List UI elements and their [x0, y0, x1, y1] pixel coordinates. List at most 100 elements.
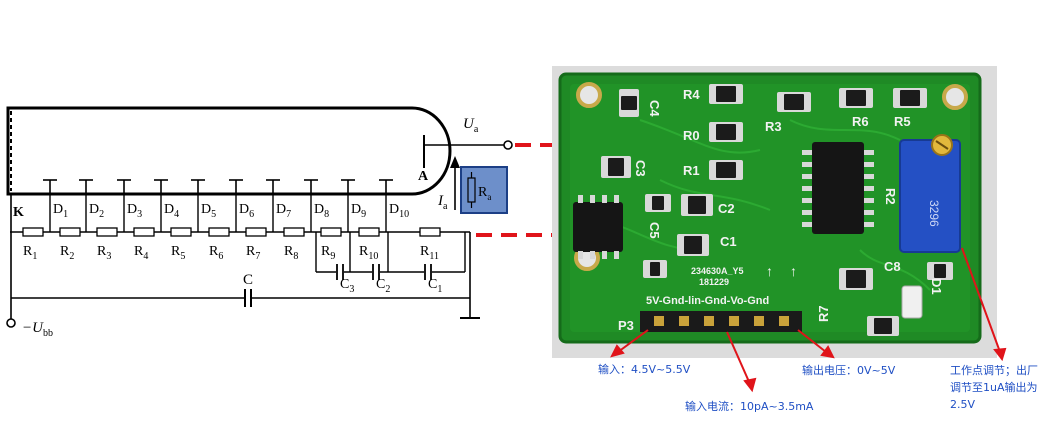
smd-component [619, 89, 639, 117]
chip-text: 234630A_Y5 [691, 266, 744, 276]
smd-component [643, 260, 667, 278]
smd-component [867, 316, 899, 336]
pcb-label-c4: C4 [647, 100, 662, 117]
pcb-label-c8: C8 [884, 259, 901, 274]
resistor-3 [96, 227, 118, 237]
load-resistor-label: Ra [478, 185, 491, 202]
anode-terminal [503, 140, 513, 150]
tube-envelope [6, 106, 452, 196]
dynode-label: D7 [276, 202, 291, 220]
dynode-label: D8 [314, 202, 329, 220]
pcb-label-r2: R2 [883, 188, 898, 205]
mount-hole [942, 84, 968, 110]
pot-text: 3296 [927, 200, 941, 227]
header-pin [654, 316, 664, 326]
dynode-label: D5 [201, 202, 216, 220]
resistor-label: R8 [284, 244, 298, 262]
capacitor-label: C3 [340, 277, 354, 295]
bias-note-line1: 工作点调节；出厂 [950, 363, 1038, 377]
resistor-9 [320, 227, 342, 237]
trimmer-pot [899, 139, 961, 253]
pcb-label-r5: R5 [894, 114, 911, 129]
resistor-label: R1 [23, 244, 37, 262]
bias-note-line2: 调节至1uA输出为 [950, 380, 1038, 394]
load-resistor-box [460, 166, 508, 214]
mount-hole [576, 82, 602, 108]
resistor-2 [59, 227, 81, 237]
pcb-label-r0: R0 [683, 128, 700, 143]
led-d1 [901, 285, 923, 319]
smd-component [601, 156, 631, 178]
resistor-5 [170, 227, 192, 237]
smd-component [777, 92, 811, 112]
header-pin [779, 316, 789, 326]
anode-label: A [418, 169, 429, 184]
pcb-label-r4: R4 [683, 87, 700, 102]
header-pin [729, 316, 739, 326]
capacitor-label: C2 [376, 277, 390, 295]
arrow-up-1: ↑ [766, 263, 773, 279]
pcb-label-c2: C2 [718, 201, 735, 216]
resistor-label: R6 [209, 244, 223, 262]
dynode-label: D2 [89, 202, 104, 220]
header-pin [704, 316, 714, 326]
schematic [6, 106, 513, 328]
header-pin [754, 316, 764, 326]
annotations: 输入：4.5V~5.5V 输入电流：10pA~3.5mA 输出电压：0V~5V … [598, 362, 1038, 413]
dynode-label: D1 [53, 202, 68, 220]
pcb-label-c5: C5 [647, 222, 662, 239]
resistor-label: R5 [171, 244, 185, 262]
smd-component [927, 262, 953, 280]
dynode-label: D10 [389, 202, 409, 220]
pin-header [640, 311, 802, 332]
regulator-ic [573, 202, 623, 252]
resistor-label: R7 [246, 244, 260, 262]
resistor-label: R2 [60, 244, 74, 262]
supply-voltage-label: −Ubb [22, 320, 53, 339]
smd-component [709, 160, 743, 180]
resistor-label: R10 [359, 244, 378, 262]
smd-component [645, 194, 671, 212]
date-code: 181229 [699, 277, 729, 287]
resistor-1 [22, 227, 44, 237]
arrow-up-2: ↑ [790, 263, 797, 279]
resistor-6 [208, 227, 230, 237]
smd-component [677, 234, 709, 256]
input-voltage-note: 输入：4.5V~5.5V [598, 362, 691, 376]
pcb-label-c1: C1 [720, 234, 737, 249]
dynode-label: D9 [351, 202, 366, 220]
output-voltage-note: 输出电压：0V~5V [802, 363, 896, 377]
resistor-label: R4 [134, 244, 148, 262]
pcb-label-r3: R3 [765, 119, 782, 134]
pcb-label-r7: R7 [816, 305, 831, 322]
filter-cap-label: C [243, 272, 253, 288]
smd-component [839, 268, 873, 290]
input-current-note: 输入电流：10pA~3.5mA [685, 399, 814, 413]
resistor-label: R11 [420, 244, 439, 262]
dynode-label: D6 [239, 202, 254, 220]
smd-component [709, 122, 743, 142]
resistor-8 [283, 227, 305, 237]
supply-terminal [6, 318, 16, 328]
annotation-arrows [610, 247, 1007, 393]
smd-component [893, 88, 927, 108]
header-pin [679, 316, 689, 326]
pcb-label-p3: P3 [618, 318, 634, 333]
cathode-label: K [13, 205, 24, 220]
resistor-7 [245, 227, 267, 237]
smd-component [839, 88, 873, 108]
header-label: 5V-Gnd-lin-Gnd-Vo-Gnd [646, 295, 769, 307]
smd-component [709, 84, 743, 104]
smd-component [681, 194, 713, 216]
resistor-11 [419, 227, 441, 237]
pcb-label-c3: C3 [633, 160, 648, 177]
pcb-label-r1: R1 [683, 163, 700, 178]
pcb-label-d1: D1 [929, 278, 944, 295]
resistor-10 [358, 227, 380, 237]
capacitor-label: C1 [428, 277, 442, 295]
anode-voltage-label: Ua [463, 116, 479, 135]
dynode-label: D3 [127, 202, 142, 220]
